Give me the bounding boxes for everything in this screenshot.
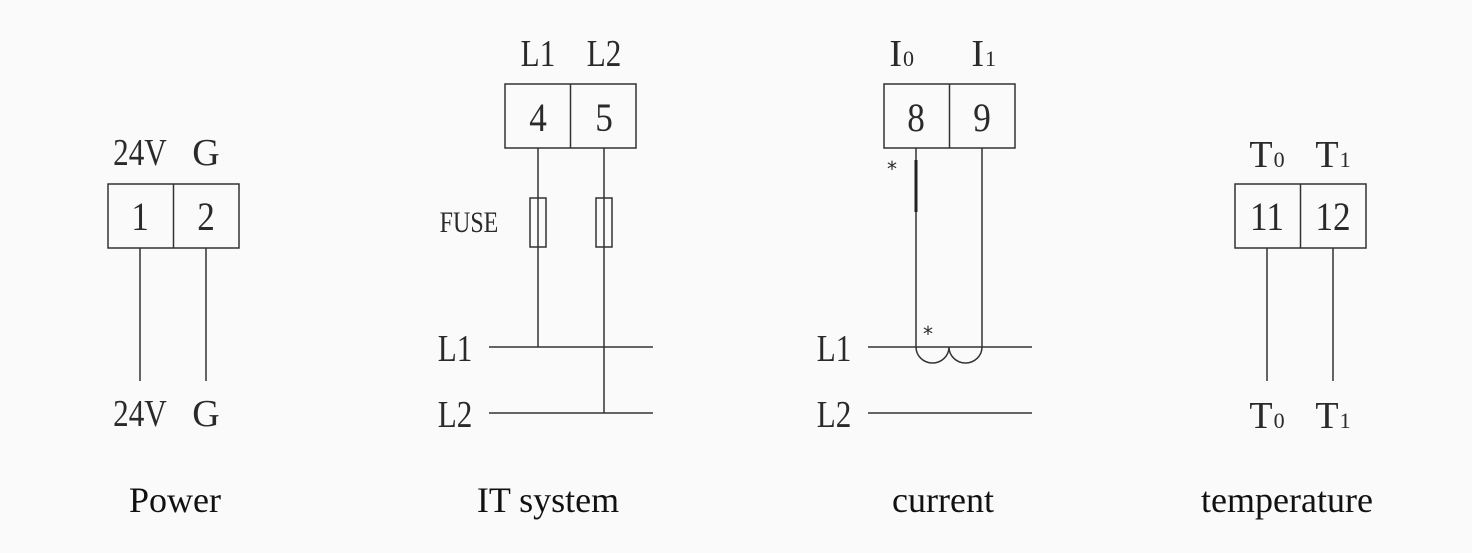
temperature-top-label-t0: T0 (1249, 134, 1284, 176)
current-top-label-i1: I1 (971, 33, 996, 75)
it-line-label-l1: L1 (438, 327, 473, 370)
power-terminal-2: 2 (197, 195, 215, 240)
it-system-section: L1 L2 4 5 FUSE L1 L2 IT system (438, 32, 653, 520)
current-line-label-l2: L2 (817, 393, 852, 436)
power-section: 24V G 1 2 24V G Power (107, 131, 240, 520)
current-transformer-coil-icon (915, 346, 983, 364)
power-bottom-label-g: G (192, 393, 219, 435)
it-line-label-l2: L2 (438, 393, 473, 436)
temperature-terminal-11: 11 (1250, 195, 1284, 240)
it-top-label-l1: L1 (521, 32, 556, 75)
it-terminal-5: 5 (595, 96, 613, 141)
it-terminal-4: 4 (529, 96, 547, 141)
current-line-label-l1: L1 (817, 327, 852, 370)
temperature-top-label-t1: T1 (1315, 134, 1350, 176)
polarity-mark-ct: * (923, 322, 933, 346)
current-caption: current (892, 480, 994, 520)
fuse-label: FUSE (440, 205, 499, 238)
it-top-label-l2: L2 (587, 32, 622, 75)
power-top-label-24v: 24V (113, 131, 167, 174)
power-bottom-label-24v: 24V (113, 392, 167, 435)
temperature-terminal-12: 12 (1315, 195, 1350, 240)
it-system-caption: IT system (477, 480, 619, 520)
polarity-mark-terminal: * (887, 157, 897, 181)
power-top-label-g: G (192, 132, 219, 174)
current-section: I0 I1 8 9 * * L1 L2 current (817, 33, 1032, 520)
current-top-label-i0: I0 (889, 33, 914, 75)
power-terminal-1: 1 (131, 195, 149, 240)
temperature-bottom-label-t0: T0 (1249, 395, 1284, 437)
temperature-caption: temperature (1201, 480, 1373, 520)
temperature-bottom-label-t1: T1 (1315, 395, 1350, 437)
current-terminal-9: 9 (973, 96, 991, 141)
power-caption: Power (129, 480, 221, 520)
current-terminal-8: 8 (907, 96, 925, 141)
temperature-section: T0 T1 11 12 T0 T1 temperature (1201, 134, 1373, 520)
